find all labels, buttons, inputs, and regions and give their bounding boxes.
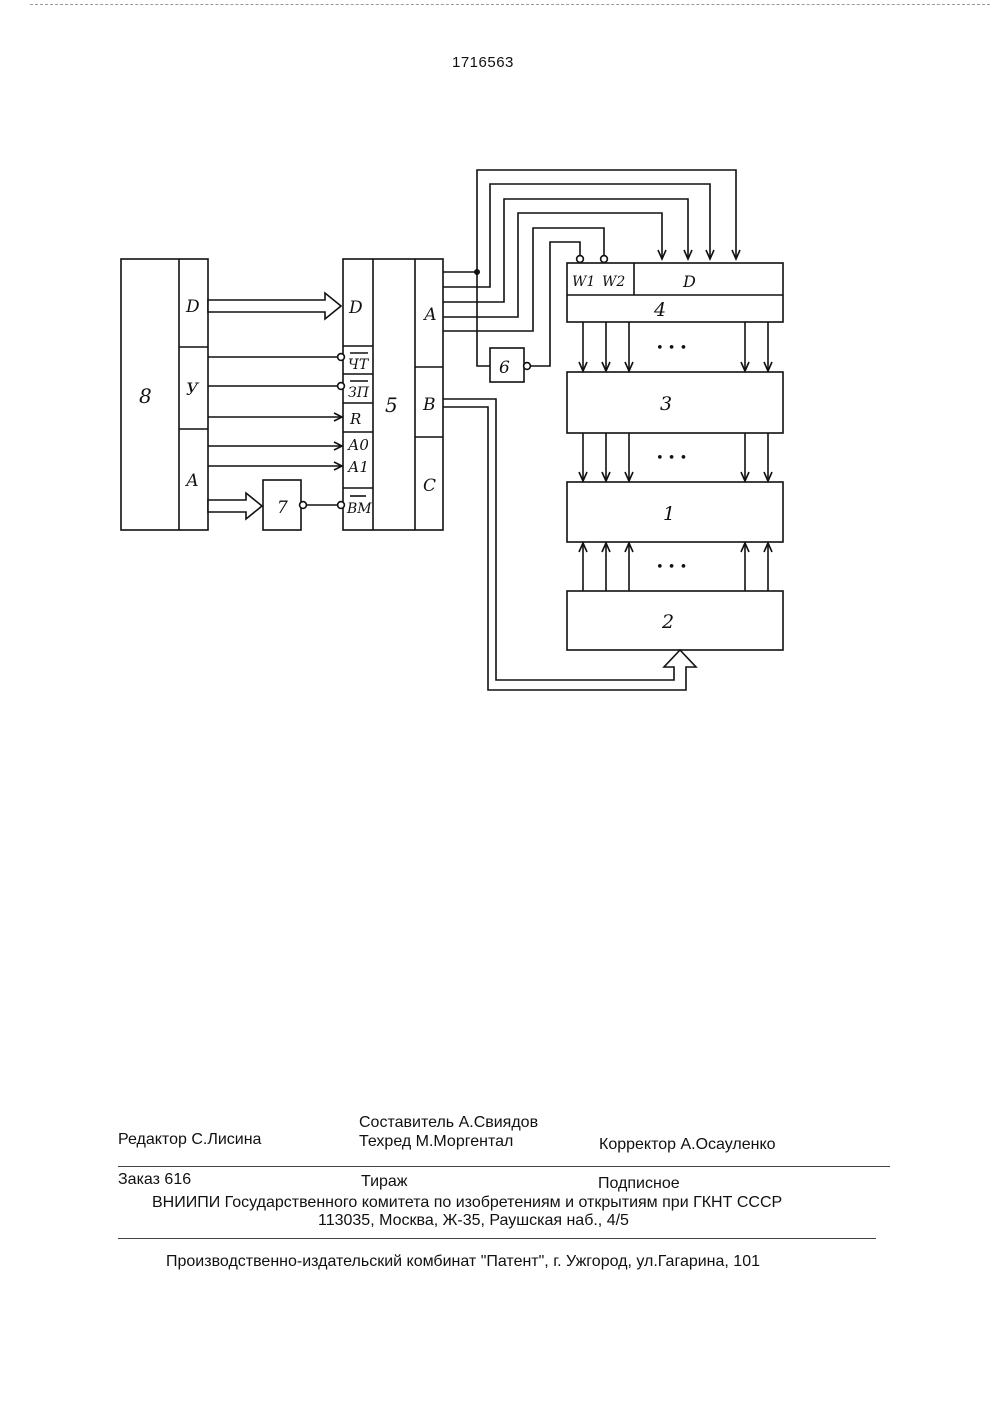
block-1: 1 bbox=[567, 482, 783, 542]
block-8-section-a: А bbox=[185, 471, 199, 491]
input-d: D bbox=[348, 298, 363, 318]
input-write: ЗП bbox=[348, 385, 370, 401]
field-d: D bbox=[682, 272, 696, 291]
ellipsis-1: • • • bbox=[656, 341, 687, 356]
block-1-label: 1 bbox=[663, 503, 675, 525]
block-3-label: 3 bbox=[660, 393, 672, 415]
editor-credit: Редактор С.Лисина bbox=[118, 1131, 261, 1149]
port-a-wiring bbox=[443, 170, 740, 366]
block-2-label: 2 bbox=[661, 611, 674, 633]
ellipsis-2: • • • bbox=[656, 451, 687, 466]
block-4-label: 4 bbox=[653, 299, 666, 321]
input-vm: ВМ bbox=[346, 501, 372, 517]
ellipsis-3: • • • bbox=[656, 560, 687, 575]
input-read: ЧТ bbox=[348, 357, 370, 373]
printing-plant: Производственно-издательский комбинат "П… bbox=[166, 1253, 760, 1271]
block-4: W1 W2 D 4 bbox=[567, 263, 783, 322]
block-6: 6 bbox=[490, 348, 530, 382]
port-b: В bbox=[422, 395, 436, 415]
control-lines bbox=[208, 354, 344, 470]
organization-address: 113035, Москва, Ж-35, Раушская наб., 4/5 bbox=[318, 1212, 629, 1230]
block-6-label: 6 bbox=[499, 358, 510, 378]
bus-3-to-1: • • • bbox=[579, 433, 772, 481]
subscription-label: Подписное bbox=[598, 1175, 680, 1193]
block-7-label: 7 bbox=[277, 498, 288, 518]
input-a1: А1 bbox=[347, 458, 369, 476]
organization: ВНИИПИ Государственного комитета по изоб… bbox=[152, 1194, 782, 1212]
compiler-credit: Составитель А.Свиядов bbox=[359, 1114, 538, 1132]
block-3: 3 bbox=[567, 372, 783, 433]
input-r: R bbox=[349, 410, 361, 428]
block-diagram: 8 D У А 5 D ЧТ ЗП R А0 А1 В bbox=[0, 0, 1000, 720]
circulation-label: Тираж bbox=[361, 1173, 408, 1191]
block-8-section-d: D bbox=[185, 297, 200, 317]
bus-2-to-1: • • • bbox=[579, 543, 772, 591]
field-w2: W2 bbox=[602, 274, 625, 290]
block-8-section-u: У bbox=[186, 380, 200, 400]
bus-4-to-3: • • • bbox=[579, 322, 772, 371]
divider-2 bbox=[118, 1238, 876, 1239]
port-a: А bbox=[423, 305, 437, 325]
divider-1 bbox=[118, 1166, 890, 1167]
block-5-label: 5 bbox=[385, 393, 398, 417]
port-c: С bbox=[423, 476, 436, 496]
block-7: 7 bbox=[208, 480, 344, 530]
data-bus-arrow bbox=[208, 293, 341, 319]
block-2: 2 bbox=[567, 591, 783, 650]
block-8: 8 D У А bbox=[121, 259, 208, 530]
port-b-bus bbox=[443, 399, 696, 690]
field-w1: W1 bbox=[572, 274, 595, 290]
techred-credit: Техред М.Моргентал bbox=[359, 1133, 513, 1151]
corrector-credit: Корректор А.Осауленко bbox=[599, 1136, 776, 1154]
input-a0: А0 bbox=[347, 436, 369, 454]
block-5: 5 D ЧТ ЗП R А0 А1 ВМ А В С bbox=[343, 259, 443, 530]
order-number: Заказ 616 bbox=[118, 1171, 191, 1189]
block-8-label: 8 bbox=[139, 384, 152, 408]
